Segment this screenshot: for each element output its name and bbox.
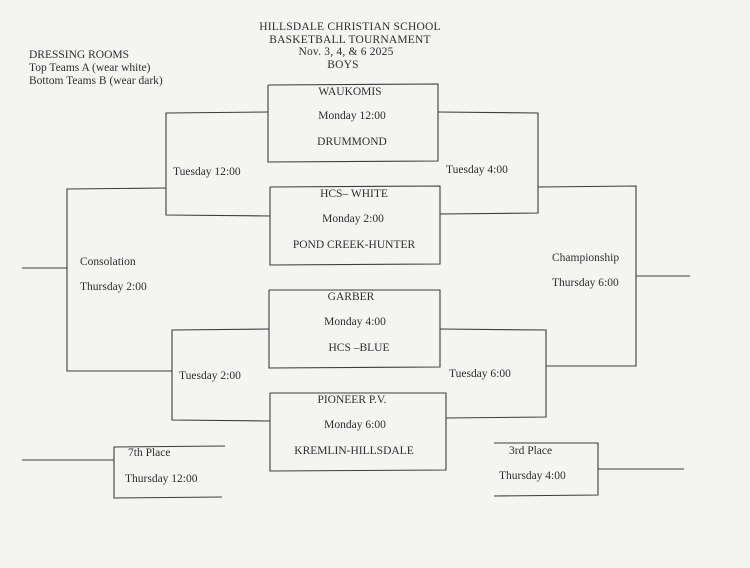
championship-bracket (537, 185, 637, 367)
consolation-label: Consolation (80, 256, 136, 268)
consolation-bottom-bracket (171, 328, 271, 422)
championship-label: Championship (552, 252, 620, 264)
consolation-top-time: Tuesday 12:00 (173, 166, 241, 178)
consolation-bottom-time: Tuesday 2:00 (179, 370, 241, 382)
winners-bottom-time: Tuesday 6:00 (449, 368, 511, 380)
game-box-3 (268, 289, 441, 369)
game-2-team-a: HCS– WHITE (320, 188, 388, 200)
game-3-team-b: HCS –BLUE (328, 342, 390, 354)
game-box-1 (267, 83, 439, 163)
third-place-label: 3rd Place (509, 445, 553, 457)
game-4-time: Monday 6:00 (324, 419, 386, 431)
game-3-time: Monday 4:00 (324, 316, 386, 328)
game-4-team-b: KREMLIN-HILLSDALE (294, 445, 414, 457)
championship-time: Thursday 6:00 (552, 277, 619, 289)
winners-top-bracket (437, 111, 539, 215)
game-2-team-b: POND CREEK-HUNTER (292, 239, 416, 251)
game-1-team-b: DRUMMOND (317, 136, 387, 148)
winners-bottom-bracket (439, 328, 547, 419)
dressing-rooms-title: DRESSING ROOMS (29, 49, 130, 61)
consolation-top-bracket (165, 111, 271, 217)
consolation-time: Thursday 2:00 (80, 281, 147, 293)
seventh-place-label: 7th Place (128, 447, 171, 459)
seventh-place-time: Thursday 12:00 (125, 473, 198, 485)
winners-top-time: Tuesday 4:00 (446, 164, 508, 176)
game-3-team-a: GARBER (327, 291, 375, 303)
third-place-time: Thursday 4:00 (499, 470, 566, 482)
game-2-time: Monday 2:00 (322, 213, 384, 225)
game-1-time: Monday 12:00 (318, 110, 386, 122)
game-box-4 (269, 392, 447, 472)
dressing-rooms-top: Top Teams A (wear white) (29, 62, 151, 74)
game-box-2 (269, 185, 441, 266)
dressing-rooms-bottom: Bottom Teams B (wear dark) (29, 75, 163, 87)
tournament-name: BASKETBALL TOURNAMENT (269, 34, 431, 46)
tournament-dates: Nov. 3, 4, & 6 2025 (298, 46, 394, 58)
school-name: HILLSDALE CHRISTIAN SCHOOL (259, 21, 441, 33)
seventh-place-bracket (113, 445, 226, 499)
division-label: BOYS (327, 59, 359, 71)
game-1-team-a: WAUKOMIS (318, 86, 382, 98)
consolation-final-bracket (66, 187, 172, 372)
game-4-team-a: PIONEER P.V. (317, 394, 387, 406)
